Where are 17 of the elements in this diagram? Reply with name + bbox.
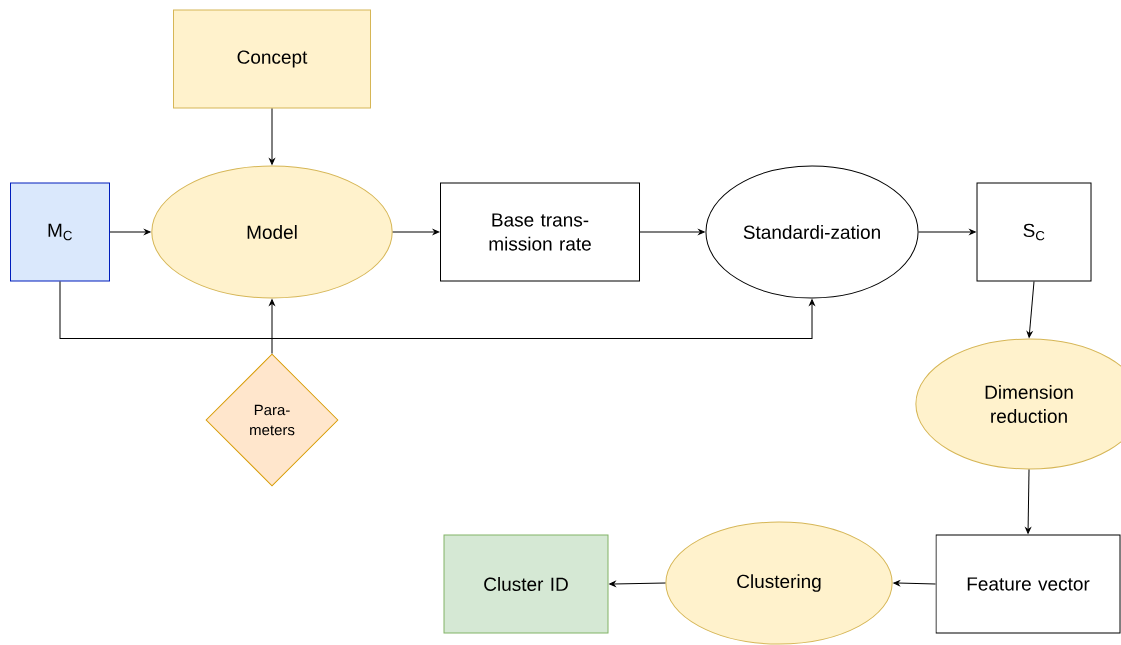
arrow xyxy=(918,229,976,235)
output-box: S$_{C}$ xyxy=(976,182,1092,282)
arrow xyxy=(392,229,440,235)
arrow xyxy=(1026,281,1035,338)
arrow xyxy=(269,299,275,354)
result-box: Cluster ID xyxy=(443,534,609,634)
arrow xyxy=(59,281,815,339)
concept-box: Concept xyxy=(173,9,371,109)
arrow xyxy=(639,229,705,235)
process-box: Base trans-mission rate xyxy=(440,182,640,282)
arrow xyxy=(893,580,936,586)
arrow xyxy=(609,581,666,587)
input-box: M$_{C}$ xyxy=(10,182,110,282)
arrow xyxy=(109,229,151,235)
process-box: Feature vector xyxy=(935,534,1121,634)
arrow xyxy=(1025,469,1031,534)
arrow xyxy=(269,108,275,165)
